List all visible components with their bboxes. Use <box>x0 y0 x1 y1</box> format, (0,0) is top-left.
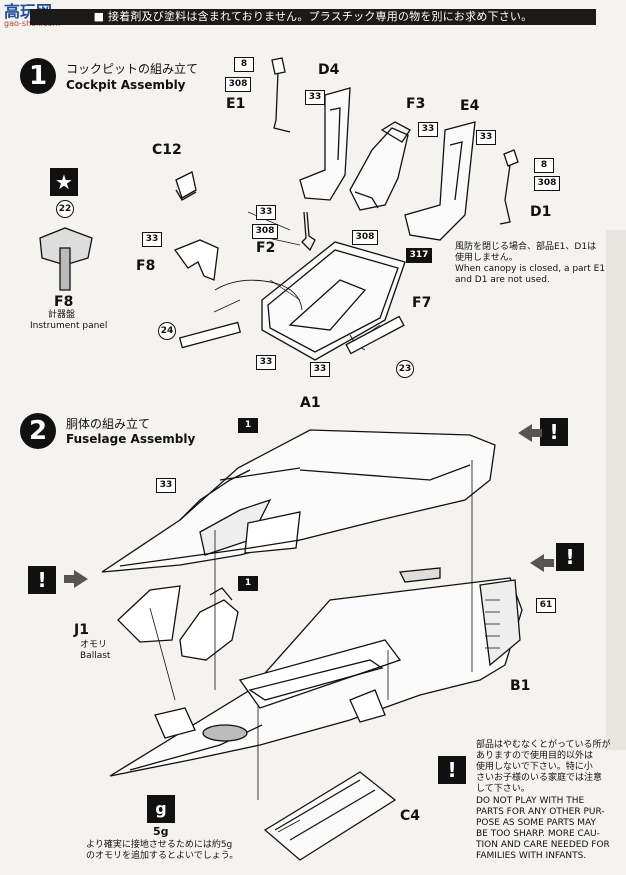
instrument-panel-jp: 計器盤 <box>48 310 76 320</box>
paint-code-33: 33 <box>256 355 276 370</box>
warning-jp-3: 使用しないで下さい。特に小 <box>476 762 593 772</box>
decal-22: 22 <box>56 200 74 218</box>
canopy-note-en-1: When canopy is closed, a part E1 <box>455 264 606 274</box>
part-f2-label: F2 <box>256 240 276 256</box>
arrow-icon <box>518 424 542 442</box>
part-a1-label: A1 <box>300 395 321 411</box>
step-2-number: 2 <box>20 413 56 449</box>
paint-code-308: 308 <box>352 230 378 245</box>
warning-icon: ! <box>556 543 584 571</box>
paint-code-8: 8 <box>534 158 554 173</box>
step-2-title-en: Fuselage Assembly <box>66 432 196 446</box>
instrument-panel-label: F8 <box>54 294 74 310</box>
part-f8-label: F8 <box>136 258 156 274</box>
warning-icon: ! <box>438 756 466 784</box>
paint-code-33: 33 <box>310 362 330 377</box>
step-1-title-jp: コックピットの組み立て <box>66 62 199 76</box>
warning-jp-2: ありますので使用目的以外は <box>476 751 594 761</box>
part-b1-label: B1 <box>510 678 531 694</box>
part-c12-label: C12 <box>152 142 182 158</box>
warning-en-4: BE TOO SHARP. MORE CAU- <box>476 829 600 839</box>
warning-en-5: TION AND CARE NEEDED FOR <box>476 840 610 850</box>
instrument-panel-en: Instrument panel <box>30 321 108 331</box>
warning-en-1: DO NOT PLAY WITH THE <box>476 796 585 806</box>
adhesive-banner: ■ 接着剤及び塗料は含まれておりません。プラスチック専用の物を別にお求め下さい。 <box>30 9 596 25</box>
part-c4-label: C4 <box>400 808 421 824</box>
part-e4-label: E4 <box>460 98 480 114</box>
warning-jp-1: 部品はやむなくとがっている所が <box>476 740 611 750</box>
paint-code-33: 33 <box>305 90 325 105</box>
canopy-note-jp-2: 使用しません。 <box>455 253 518 263</box>
warning-en-6: FAMILIES WITH INFANTS. <box>476 851 587 861</box>
part-f7-label: F7 <box>412 295 432 311</box>
paint-code-308: 308 <box>534 176 560 191</box>
arrow-icon <box>64 570 88 588</box>
paint-code-33: 33 <box>256 205 276 220</box>
callout-1: 1 <box>238 576 258 591</box>
ballast-weight: 5g <box>153 825 169 838</box>
decal-23: 23 <box>396 360 414 378</box>
star-icon: ★ <box>50 168 78 196</box>
paint-code-61: 61 <box>536 598 556 613</box>
paint-code-8: 8 <box>234 57 254 72</box>
canopy-note-jp-1: 風防を閉じる場合、部品E1、D1は <box>455 242 597 252</box>
warning-en-2: PARTS FOR ANY OTHER PUR- <box>476 807 605 817</box>
paint-code-317: 317 <box>406 248 432 263</box>
warning-icon: ! <box>28 566 56 594</box>
canopy-note-en-2: and D1 are not used. <box>455 275 550 285</box>
arrow-icon <box>530 554 554 572</box>
part-f3-label: F3 <box>406 96 426 112</box>
part-e1-label: E1 <box>226 96 246 112</box>
paint-code-33: 33 <box>476 130 496 145</box>
decal-24: 24 <box>158 322 176 340</box>
callout-1: 1 <box>238 418 258 433</box>
step-1-title-en: Cockpit Assembly <box>66 78 186 92</box>
paint-code-33: 33 <box>418 122 438 137</box>
ballast-jp: オモリ <box>80 640 108 650</box>
warning-jp-5: して下さい。 <box>476 784 530 794</box>
warning-icon: ! <box>540 418 568 446</box>
ballast-note-2: のオモリを追加するとよいでしょう。 <box>86 851 239 861</box>
warning-jp-4: さいお子様のいる家庭では注意 <box>476 773 603 783</box>
ballast-en: Ballast <box>80 651 111 661</box>
ballast-icon: g <box>147 795 175 823</box>
paint-code-308: 308 <box>252 224 278 239</box>
paint-code-33: 33 <box>156 478 176 493</box>
step-2-title-jp: 胴体の組み立て <box>66 417 151 431</box>
part-d1-label: D1 <box>530 204 552 220</box>
page-edge <box>606 230 626 750</box>
part-d4-label: D4 <box>318 62 340 78</box>
warning-en-3: POSE AS SOME PARTS MAY <box>476 818 597 828</box>
ballast-note-1: より確実に接地させるためには約5g <box>86 840 233 850</box>
part-j1-label: J1 <box>74 622 89 638</box>
paint-code-308: 308 <box>225 77 251 92</box>
step-1-number: 1 <box>20 58 56 94</box>
paint-code-33: 33 <box>142 232 162 247</box>
